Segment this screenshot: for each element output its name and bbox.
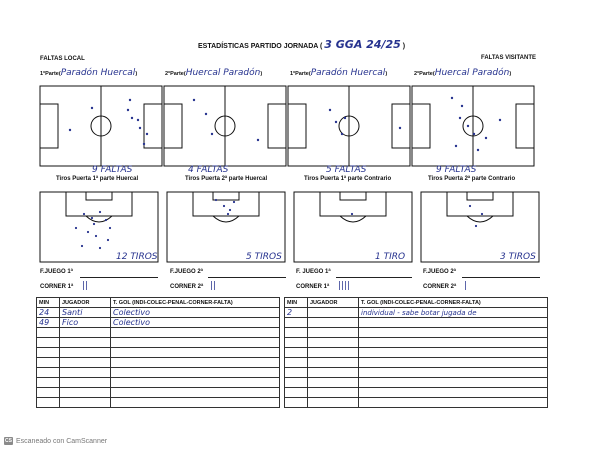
fjuego-1-label: F.JUEGO 1ª [40, 269, 73, 275]
faltas-local-label: FALTAS LOCAL [40, 56, 85, 62]
table-row [36, 327, 280, 338]
table-row [36, 367, 280, 378]
fjuego-4-label: F.JUEGO 2ª [423, 269, 456, 275]
pitch-1 [39, 85, 163, 167]
col-tipo-gol: T. GOL (INDI-COLEC-PENAL-CORNER-FALTA) [358, 297, 548, 308]
goals-table-visitante: MIN JUGADOR T. GOL (INDI-COLEC-PENAL-COR… [284, 297, 548, 408]
corner-4-value: | [464, 281, 468, 291]
foul-markers [68, 96, 502, 152]
corner-1-label: CORNER 1ª [40, 284, 74, 290]
tiros-label-3: Tiros Puerta 1ª parte Contrario [304, 176, 392, 182]
half-1-label: 1ªParte(Paradón Huercal) [40, 68, 138, 78]
col-jugador: JUGADOR [307, 297, 359, 308]
corner-3-value: |||| [338, 281, 351, 291]
corner-4-label: CORNER 2ª [423, 284, 457, 290]
col-jugador: JUGADOR [59, 297, 111, 308]
camscanner-logo-icon: CS [4, 437, 13, 445]
faltas-count-1: 9 FALTAS [92, 165, 133, 175]
faltas-count-3: 5 FALTAS [326, 165, 367, 175]
scanner-watermark: CS Escaneado con CamScanner [4, 437, 107, 445]
pitch-3 [287, 85, 411, 167]
fjuego-2-label: F.JUEGO 2ª [170, 269, 203, 275]
goal-area-2 [166, 191, 286, 263]
faltas-count-2: 4 FALTAS [188, 165, 229, 175]
goals-table-local: MIN JUGADOR T. GOL (INDI-COLEC-PENAL-COR… [36, 297, 280, 408]
table-row [284, 337, 548, 348]
table-row: 49 Fico Colectivo [36, 317, 280, 328]
table-row [36, 387, 280, 398]
table-row [284, 397, 548, 408]
tiros-label-2: Tiros Puerta 2ª parte Huercal [185, 176, 268, 182]
table-row [284, 347, 548, 358]
half-4-label: 2ªParte(Huercal Paradón) [414, 68, 512, 78]
col-min: MIN [36, 297, 60, 308]
faltas-visitante-label: FALTAS VISITANTE [481, 55, 536, 61]
fjuego-3-label: F. JUEGO 1ª [296, 269, 331, 275]
col-min: MIN [284, 297, 308, 308]
jornada-value: 3 GGA 24/25 [324, 38, 401, 51]
pitch-4 [411, 85, 535, 167]
corner-1-value: || [82, 281, 89, 291]
table-row [284, 377, 548, 388]
col-tipo-gol: T. GOL (INDI-COLEC-PENAL-CORNER-FALTA) [110, 297, 280, 308]
tiros-count-4: 3 TIROS [500, 252, 536, 262]
table-row [284, 317, 548, 328]
table-row: 2 individual - sabe botar jugada de [284, 307, 548, 318]
corner-3-label: CORNER 1ª [296, 284, 330, 290]
table-row [36, 377, 280, 388]
corner-2-label: CORNER 2ª [170, 284, 204, 290]
fjuego-1-line [80, 277, 158, 278]
table-row [284, 327, 548, 338]
fjuego-4-line [462, 277, 540, 278]
goal-area-3 [293, 191, 413, 263]
tiros-count-1: 12 TIROS [116, 252, 158, 262]
half-2-label: 2ªParte(Huercal Paradón) [165, 68, 263, 78]
tiros-count-2: 5 TIROS [246, 252, 282, 262]
corner-2-value: || [210, 281, 217, 291]
table-row: 24 Santi Colectivo [36, 307, 280, 318]
table-row [284, 387, 548, 398]
table-row [36, 337, 280, 348]
tiros-label-4: Tiros Puerta 2ª parte Contrario [428, 176, 516, 182]
page-title: ESTADÍSTICAS PARTIDO JORNADA ( 3 GGA 24/… [198, 38, 405, 51]
table-row [284, 367, 548, 378]
faltas-count-4: 9 FALTAS [436, 165, 477, 175]
table-row [36, 397, 280, 408]
table-row [36, 347, 280, 358]
table-row [284, 357, 548, 368]
goal-area-4 [420, 191, 540, 263]
fjuego-3-line [336, 277, 412, 278]
title-close: ) [402, 43, 406, 50]
scanner-text: Escaneado con CamScanner [16, 437, 108, 445]
title-text: ESTADÍSTICAS PARTIDO JORNADA ( [198, 43, 323, 50]
shot-markers [74, 198, 484, 250]
goal-area-1 [39, 191, 159, 263]
tiros-label-1: Tiros Puerta 1ª parte Huercal [56, 176, 139, 182]
fjuego-2-line [208, 277, 286, 278]
table-row [36, 357, 280, 368]
half-3-label: 1ªParte(Paradón Huercal) [290, 68, 388, 78]
pitch-2 [163, 85, 287, 167]
tiros-count-3: 1 TIRO [375, 252, 406, 262]
